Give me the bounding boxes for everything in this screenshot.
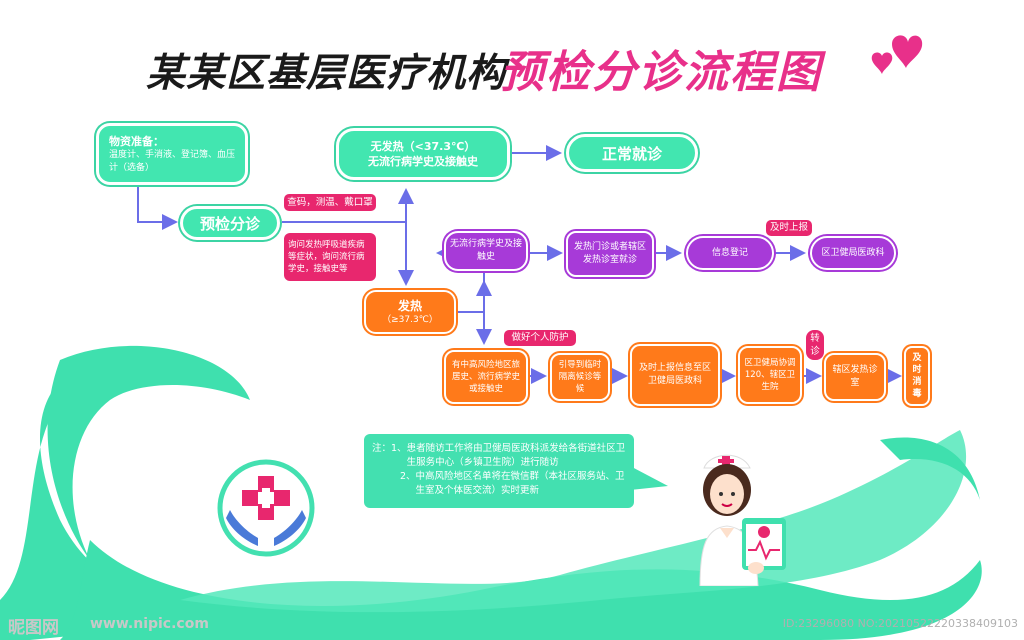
no-fever-line1: 无发热（<37.3℃）	[370, 140, 476, 153]
note-row-2: 2、 中高风险地区名单将在微信群（本社区服务站、卫生室及个体医交流）实时更新	[372, 470, 626, 498]
caring-hands-icon	[226, 510, 306, 546]
inquiry-box: 询问发热呼吸道疾病等症状，询问流行病学史，接触史等	[284, 233, 376, 281]
poster-title-highlight: 预检分诊流程图	[500, 47, 822, 98]
supplies-box: 物资准备： 温度计、手消液、登记簿、血压计（选备）	[96, 123, 248, 185]
p-register-box: 信息登记	[686, 236, 774, 270]
o-end-box: 及时消毒	[904, 346, 930, 406]
p-clinic-box: 发热门诊或者辖区发热诊室就诊	[566, 231, 654, 277]
o-fever-room-text: 辖区发热诊室	[832, 365, 878, 388]
note-2-text: 中高风险地区名单将在微信群（本社区服务站、卫生室及个体医交流）实时更新	[415, 471, 625, 496]
p-dept-box: 区卫健局医政科	[810, 236, 896, 270]
o-end-text: 及时消毒	[912, 353, 922, 399]
no-fever-box: 无发热（<37.3℃） 无流行病学史及接触史	[336, 128, 510, 180]
p-register-text: 信息登记	[711, 247, 748, 258]
clipboard-icon	[742, 518, 786, 570]
fever-box: 发热 （≥37.3℃）	[364, 290, 456, 334]
o-risk-box: 有中高风险地区旅居史、流行病学史或接触史	[444, 350, 528, 404]
o-risk-text: 有中高风险地区旅居史、流行病学史或接触史	[451, 360, 520, 394]
p-clinic-text: 发热门诊或者辖区发热诊室就诊	[573, 242, 646, 265]
check-tag: 查码，测温、戴口罩	[284, 194, 376, 211]
triage-label: 预检分诊	[199, 214, 260, 233]
triage-box: 预检分诊	[180, 206, 280, 240]
o-report-text: 及时上报信息至区卫健局医政科	[638, 363, 711, 386]
nurse-icon	[699, 454, 786, 586]
p-report-tag: 及时上报	[766, 220, 812, 236]
supplies-body: 温度计、手消液、登记簿、血压计（选备）	[109, 149, 236, 173]
p-no-history-box: 无流行病学史及接触史	[444, 231, 528, 271]
o-report-box: 及时上报信息至区卫健局医政科	[630, 344, 720, 406]
note-row-1: 注： 1、 患者随访工作将由卫健局医政科派发给各街道社区卫生服务中心（乡镇卫生院…	[372, 442, 626, 470]
note-box: 注： 1、 患者随访工作将由卫健局医政科派发给各街道社区卫生服务中心（乡镇卫生院…	[364, 434, 634, 508]
supplies-title: 物资准备：	[109, 134, 164, 148]
normal-visit-box: 正常就诊	[566, 134, 698, 172]
note-label: 注：	[372, 443, 392, 454]
watermark-bar: 昵图网 www.nipic.com ID:23296080 NO:2021052…	[0, 605, 1024, 640]
o-guide-box: 引导到临时隔离候诊等候	[550, 353, 610, 401]
fever-line2: （≥37.3℃）	[382, 314, 438, 325]
inquiry-text: 询问发热呼吸道疾病等症状，询问流行病学史，接触史等	[288, 240, 365, 274]
p-dept-text: 区卫健局医政科	[821, 247, 885, 258]
o-transfer-tag: 转诊	[806, 330, 824, 360]
watermark-id: ID:23296080 NO:20210522220338409103	[782, 617, 1018, 630]
medical-logo	[212, 454, 320, 562]
note-1-text: 患者随访工作将由卫健局医政科派发给各街道社区卫生服务中心（乡镇卫生院）进行随访	[406, 443, 626, 468]
poster-title: 某某区基层医疗机构	[146, 51, 507, 96]
normal-visit-label: 正常就诊	[601, 144, 662, 163]
heart-icon	[871, 35, 923, 74]
note-1-num: 1、	[391, 443, 407, 454]
o-guide-text: 引导到临时隔离候诊等候	[558, 360, 602, 394]
note-2-num: 2、	[400, 471, 416, 482]
o-120-box: 区卫健局协调120、辖区卫生院	[738, 346, 802, 404]
fever-line1: 发热	[397, 298, 422, 313]
o-fever-room-box: 辖区发热诊室	[824, 353, 886, 401]
watermark-logo: 昵图网	[8, 618, 59, 638]
p-no-history-text: 无流行病学史及接触史	[449, 239, 522, 262]
no-fever-line2: 无流行病学史及接触史	[368, 155, 478, 168]
medical-cross-icon	[242, 476, 290, 520]
o-120-text: 区卫健局协调120、辖区卫生院	[744, 358, 796, 392]
protect-tag: 做好个人防护	[504, 330, 576, 346]
watermark-url: www.nipic.com	[90, 616, 209, 632]
